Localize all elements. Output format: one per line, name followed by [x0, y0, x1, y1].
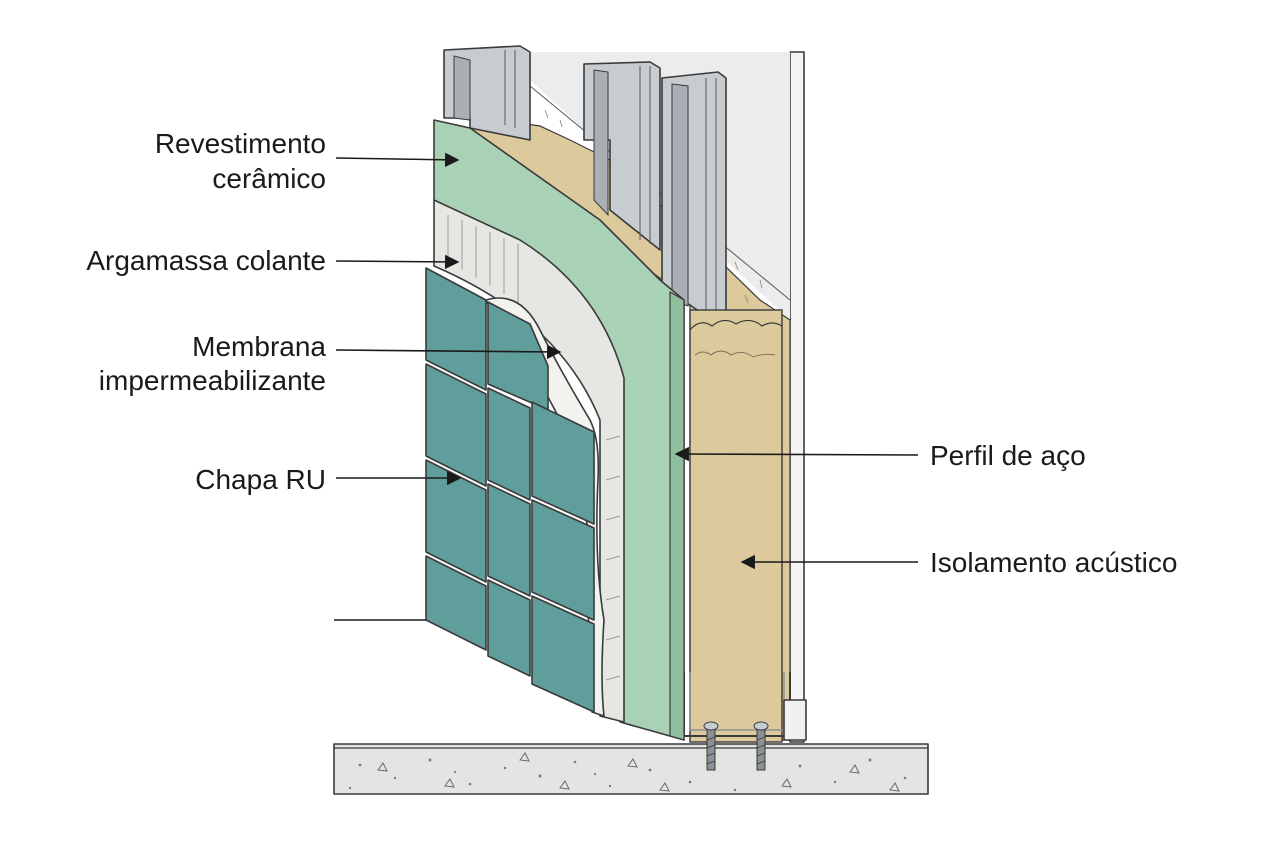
label-perfil: Perfil de aço	[930, 440, 1086, 471]
label-membrana-line1: Membrana	[192, 331, 326, 362]
label-revestimento-line1: Revestimento	[155, 128, 326, 159]
label-membrana-line2: impermeabilizante	[99, 365, 326, 396]
concrete-floor-slab	[333, 743, 929, 795]
steel-stud-1	[443, 45, 531, 141]
label-isolamento: Isolamento acústico	[930, 547, 1177, 578]
insulation-cavity	[689, 309, 783, 743]
leader-revestimento	[335, 152, 460, 167]
label-argamassa: Argamassa colante	[86, 245, 326, 276]
label-revestimento-line2: cerâmico	[212, 163, 326, 194]
bottom-steel-track	[683, 672, 807, 741]
leader-argamassa	[335, 254, 460, 270]
label-chapa: Chapa RU	[195, 464, 326, 495]
ceramic-tile-grid	[425, 267, 595, 713]
anchor-bolt-left	[703, 721, 719, 771]
anchor-bolt-right	[753, 721, 769, 771]
leader-membrana	[335, 344, 562, 360]
leader-perfil	[674, 446, 919, 462]
steel-stud-2	[583, 61, 661, 251]
